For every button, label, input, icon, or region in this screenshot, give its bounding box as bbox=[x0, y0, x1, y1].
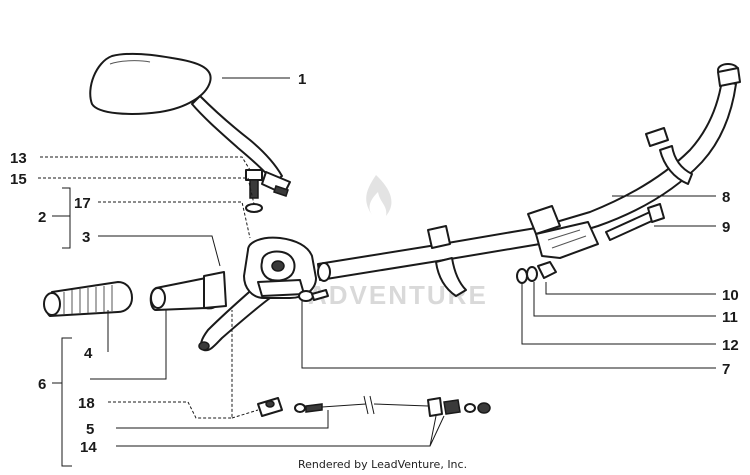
throttle-cable-part bbox=[294, 395, 491, 417]
callout-5: 5 bbox=[86, 421, 94, 438]
callout-15: 15 bbox=[10, 171, 27, 188]
callouts: 1 2 3 4 5 6 7 8 9 10 11 12 13 14 15 17 1… bbox=[10, 71, 739, 456]
credit-text: Rendered by LeadVenture, Inc. bbox=[298, 458, 467, 471]
screw-part-7 bbox=[298, 289, 329, 302]
callout-17: 17 bbox=[74, 195, 91, 212]
callout-1: 1 bbox=[298, 71, 306, 88]
handlebar-clamp-part bbox=[527, 205, 599, 259]
callout-13: 13 bbox=[10, 150, 27, 167]
brake-master-cylinder-part bbox=[243, 236, 317, 299]
callout-14: 14 bbox=[80, 439, 97, 456]
screw-part-13 bbox=[245, 169, 263, 199]
callout-11: 11 bbox=[722, 309, 738, 326]
screw-part-18 bbox=[257, 397, 283, 417]
callout-9: 9 bbox=[722, 219, 730, 236]
callout-8: 8 bbox=[722, 189, 730, 206]
nut-part-10 bbox=[537, 261, 557, 279]
callout-18: 18 bbox=[78, 395, 95, 412]
washer-part-11 bbox=[526, 266, 538, 282]
callout-3: 3 bbox=[82, 229, 90, 246]
handlebar-part bbox=[317, 63, 741, 297]
callout-4: 4 bbox=[84, 345, 93, 362]
grip-part bbox=[43, 281, 133, 317]
mirror-part bbox=[89, 52, 291, 197]
throttle-tube-part bbox=[149, 271, 227, 311]
washer-part-15 bbox=[245, 203, 263, 213]
callout-12: 12 bbox=[722, 337, 739, 354]
callout-10: 10 bbox=[722, 287, 739, 304]
callout-6: 6 bbox=[38, 376, 46, 393]
leader-lines bbox=[38, 77, 716, 467]
washer-part-12 bbox=[516, 268, 528, 284]
brake-lever-part bbox=[198, 285, 271, 352]
callout-2: 2 bbox=[38, 209, 46, 226]
bolt-part-9 bbox=[605, 203, 665, 241]
callout-7: 7 bbox=[722, 361, 730, 378]
